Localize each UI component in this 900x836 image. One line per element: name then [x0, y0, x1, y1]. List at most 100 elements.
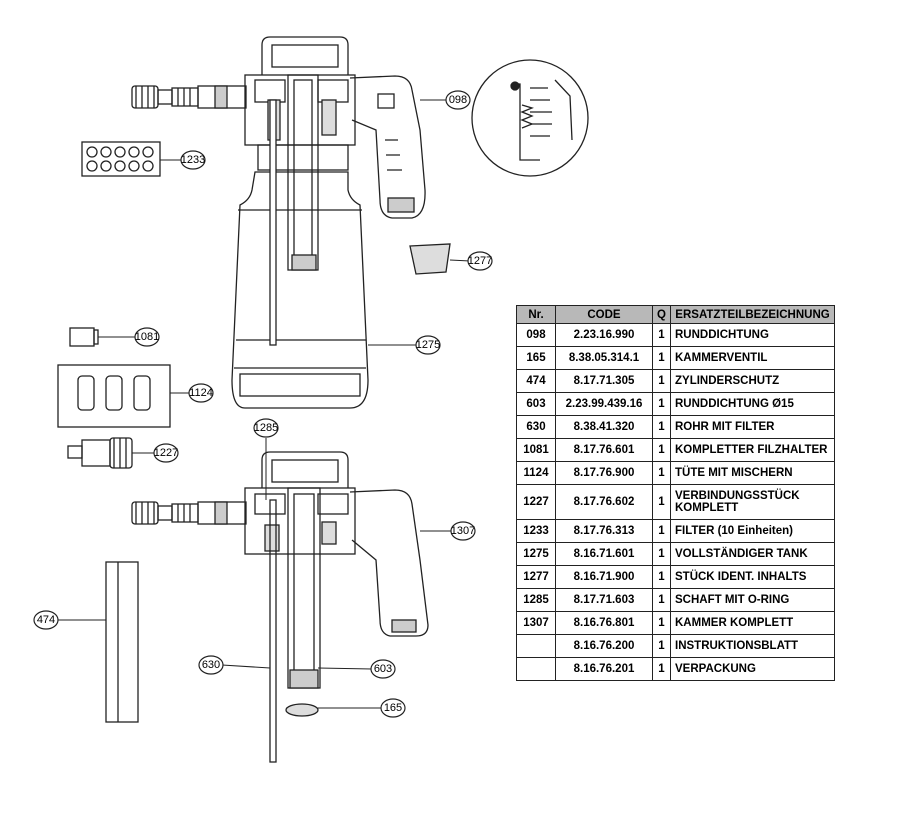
cell-nr: 1233	[516, 519, 556, 543]
col-header-nr: Nr.	[516, 305, 556, 324]
callout-1124: 1124	[189, 387, 213, 399]
cell-nr	[516, 657, 556, 681]
cell-q: 1	[652, 323, 671, 347]
cell-name: TÜTE MIT MISCHERN	[670, 461, 835, 485]
callout-098: 098	[449, 94, 467, 106]
cell-code: 8.17.76.900	[555, 461, 653, 485]
cell-q: 1	[652, 484, 671, 520]
cell-name: INSTRUKTIONSBLATT	[670, 634, 835, 658]
cell-name: VERPACKUNG	[670, 657, 835, 681]
cell-code: 8.16.76.200	[555, 634, 653, 658]
callout-1227: 1227	[154, 447, 178, 459]
cell-q: 1	[652, 634, 671, 658]
callout-1081: 1081	[135, 331, 159, 343]
cell-nr: 603	[516, 392, 556, 416]
callout-630: 630	[202, 659, 220, 671]
part-1081-shape	[69, 327, 99, 347]
cell-code: 2.23.16.990	[555, 323, 653, 347]
cell-code: 2.23.99.439.16	[555, 392, 653, 416]
cell-q: 1	[652, 519, 671, 543]
cell-q: 1	[652, 415, 671, 439]
cell-code: 8.16.76.801	[555, 611, 653, 635]
callout-1307: 1307	[451, 525, 475, 537]
callout-1285: 1285	[254, 422, 278, 434]
cell-nr: 1275	[516, 542, 556, 566]
callout-1233: 1233	[181, 154, 205, 166]
cell-name: STÜCK IDENT. INHALTS	[670, 565, 835, 589]
cell-name: ROHR MIT FILTER	[670, 415, 835, 439]
cell-q: 1	[652, 657, 671, 681]
cell-name: FILTER (10 Einheiten)	[670, 519, 835, 543]
part-165-valve	[285, 703, 319, 717]
cell-q: 1	[652, 461, 671, 485]
part-1233-filters	[81, 141, 161, 177]
callout-603: 603	[374, 663, 392, 675]
part-1227-connector	[67, 437, 133, 469]
callout-474: 474	[37, 614, 55, 626]
col-header-code: CODE	[555, 305, 653, 324]
part-1277-shape	[409, 243, 451, 275]
cell-nr	[516, 634, 556, 658]
cell-code: 8.16.71.601	[555, 542, 653, 566]
cell-code: 8.17.71.305	[555, 369, 653, 393]
cell-nr: 1285	[516, 588, 556, 612]
detail-circle-098	[471, 59, 589, 177]
cell-code: 8.17.71.603	[555, 588, 653, 612]
cell-name: KAMMERVENTIL	[670, 346, 835, 370]
cell-nr: 098	[516, 323, 556, 347]
cell-code: 8.17.76.313	[555, 519, 653, 543]
cell-nr: 1124	[516, 461, 556, 485]
callout-1275: 1275	[416, 339, 440, 351]
cell-name: RUNDDICHTUNG Ø15	[670, 392, 835, 416]
upper-sprayer-assembly	[131, 36, 426, 409]
cell-code: 8.17.76.601	[555, 438, 653, 462]
cell-nr: 1227	[516, 484, 556, 520]
cell-nr: 630	[516, 415, 556, 439]
cell-code: 8.16.76.201	[555, 657, 653, 681]
cell-code: 8.38.41.320	[555, 415, 653, 439]
cell-q: 1	[652, 438, 671, 462]
cell-q: 1	[652, 369, 671, 393]
cell-name: KAMMER KOMPLETT	[670, 611, 835, 635]
cell-q: 1	[652, 392, 671, 416]
cell-code: 8.38.05.314.1	[555, 346, 653, 370]
callout-1277: 1277	[468, 255, 492, 267]
leader-lines	[58, 99, 471, 709]
table-header-row: Nr. CODE Q ERSATZTEILBEZEICHNUNG	[516, 305, 835, 324]
part-474-cylinder-guard	[105, 561, 139, 723]
cell-nr: 1307	[516, 611, 556, 635]
callout-bubbles	[33, 90, 493, 718]
col-header-q: Q	[652, 305, 671, 324]
cell-nr: 1277	[516, 565, 556, 589]
col-header-name: ERSATZTEILBEZEICHNUNG	[670, 305, 835, 324]
cell-q: 1	[652, 346, 671, 370]
cell-q: 1	[652, 565, 671, 589]
cell-name: SCHAFT MIT O-RING	[670, 588, 835, 612]
cell-code: 8.16.71.900	[555, 565, 653, 589]
lower-sprayer-assembly	[131, 451, 429, 763]
cell-name: RUNDDICHTUNG	[670, 323, 835, 347]
part-1124-bag	[57, 364, 171, 428]
cell-nr: 1081	[516, 438, 556, 462]
cell-nr: 165	[516, 346, 556, 370]
cell-code: 8.17.76.602	[555, 484, 653, 520]
cell-q: 1	[652, 542, 671, 566]
cell-q: 1	[652, 611, 671, 635]
cell-name: VOLLSTÄNDIGER TANK	[670, 542, 835, 566]
